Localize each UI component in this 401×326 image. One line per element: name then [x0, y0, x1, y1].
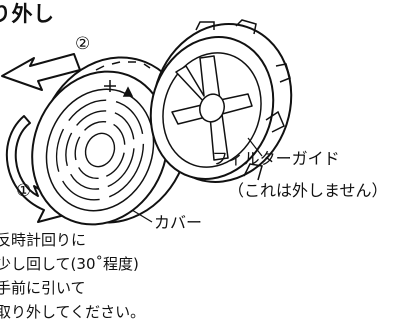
- alignment-mark-icon: [104, 80, 134, 97]
- cover-leader-line: [131, 209, 153, 223]
- step-1-marker: ①: [16, 181, 32, 201]
- cover-part: [31, 56, 190, 226]
- rotate-arrow-icon: [5, 115, 77, 223]
- cover-label: カバー: [154, 213, 203, 232]
- instruction-list: 反時計回りに 少し回して(30˚程度) 手前に引いて 取り外してください。: [0, 228, 145, 324]
- filter-guide-part: [149, 19, 293, 183]
- pull-arrow-icon: [1, 53, 81, 91]
- instruction-line: 手前に引いて: [0, 279, 86, 297]
- filter-guide-note: （これは外しません）: [228, 181, 388, 200]
- instruction-line: 少し回して(30˚程度): [0, 255, 139, 273]
- instruction-line: 反時計回りに: [0, 231, 87, 249]
- filter-guide-leader-line: [247, 137, 263, 157]
- filter-guide-label: フィルターガイド: [212, 149, 340, 168]
- section-heading: り外し: [0, 2, 55, 26]
- instruction-line: 取り外してください。: [0, 303, 146, 321]
- step-2-marker: ②: [75, 34, 91, 54]
